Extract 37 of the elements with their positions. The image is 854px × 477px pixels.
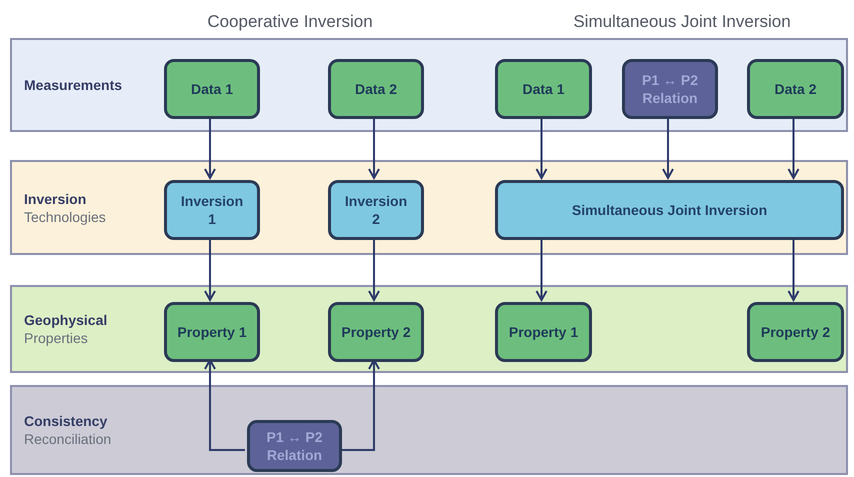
swimlane-band [10,160,848,255]
arrow [536,117,548,179]
process-box: Property 1 [495,302,592,362]
arrow [204,117,216,179]
arrow [788,238,800,301]
arrow [204,238,216,301]
arrow [536,238,548,301]
swimlane-band [10,385,848,475]
arrow [788,117,800,179]
arrow [368,117,380,179]
lane-subtitle: Properties [24,330,89,346]
arrow [368,238,380,301]
process-box: Data 2 [747,59,844,119]
lane-title: Inversion [24,190,88,206]
arrow [340,359,380,451]
lane-subtitle: Technologies [24,208,106,224]
column-heading: Cooperative Inversion [207,12,373,32]
process-box: Property 2 [328,302,424,362]
arrow [662,117,674,179]
process-box: Inversion 2 [328,180,424,240]
process-box: Inversion 1 [164,180,260,240]
column-heading: Simultaneous Joint Inversion [573,12,791,32]
process-box: P1 ↔ P2 Relation [247,420,342,472]
process-box: Simultaneous Joint Inversion [495,180,844,240]
lane-title: Consistency [24,413,108,429]
process-box: Property 2 [747,302,844,362]
swimlane-band [10,38,848,132]
lane-title: Measurements [24,77,122,93]
process-box: Data 2 [328,59,424,119]
process-box: P1 ↔ P2 Relation [622,59,718,119]
lane-subtitle: Reconciliation [24,431,112,447]
process-box: Data 1 [495,59,592,119]
process-box: Data 1 [164,59,260,119]
swimlane-band [10,285,848,373]
lane-title: Geophysical [24,312,108,328]
process-box: Property 1 [164,302,260,362]
arrow [204,359,245,451]
